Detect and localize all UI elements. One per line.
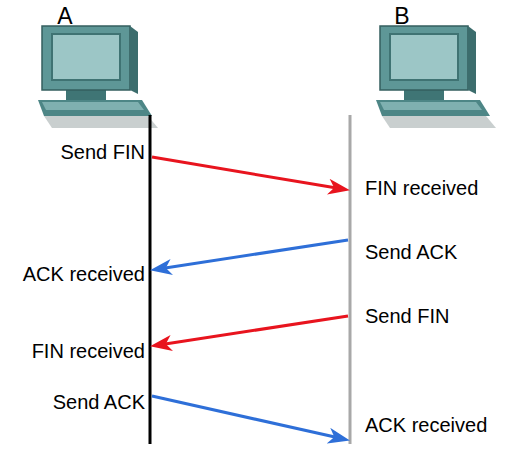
event-label: ACK received: [365, 414, 487, 436]
host-column: A: [30, 0, 152, 448]
computer-icon: [376, 26, 496, 128]
event-label: ACK received: [23, 263, 145, 285]
event-label: Send FIN: [365, 305, 449, 327]
lifeline: [349, 115, 352, 444]
lifeline: [149, 115, 152, 444]
event-label: Send ACK: [365, 241, 457, 263]
event-label: Send ACK: [53, 391, 145, 413]
event-label: FIN received: [365, 177, 478, 199]
event-label: Send FIN: [61, 141, 145, 163]
message-arrow: [162, 240, 348, 268]
event-label: FIN received: [32, 340, 145, 362]
host-column: B: [348, 0, 488, 448]
host-label: B: [394, 5, 409, 28]
message-arrow: [162, 316, 348, 344]
computer-icon: [38, 26, 158, 128]
host-label: A: [57, 5, 72, 28]
message-arrow: [152, 396, 338, 438]
message-arrow: [152, 157, 338, 188]
